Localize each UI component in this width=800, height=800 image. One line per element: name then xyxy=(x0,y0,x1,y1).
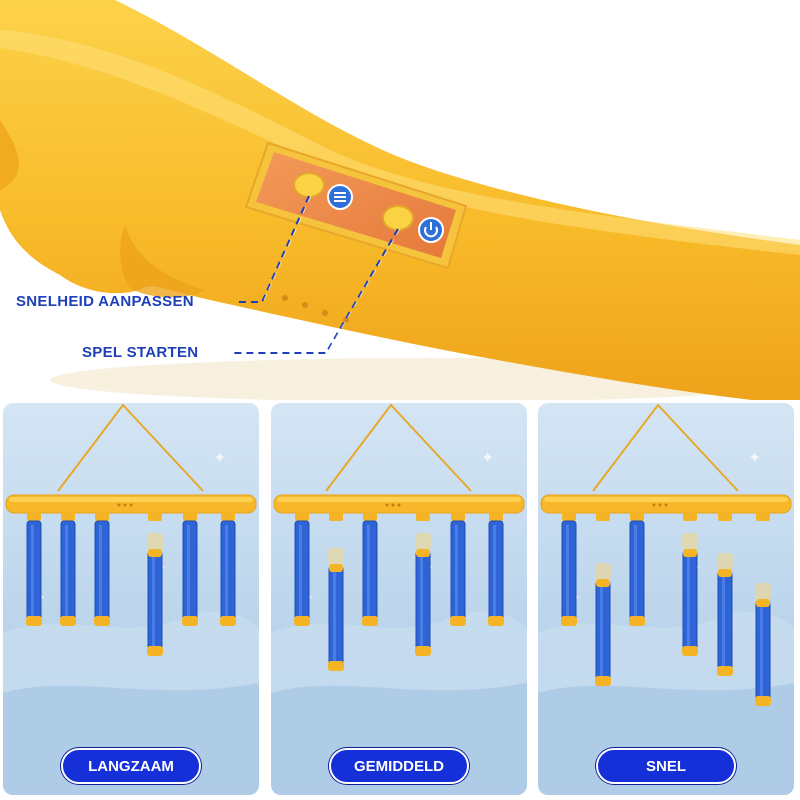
slow-mode-button[interactable]: LANGZAAM xyxy=(61,748,201,784)
start-game-callout: SPEL STARTEN xyxy=(82,344,199,361)
stick-holder xyxy=(718,511,732,521)
stick-holder xyxy=(148,511,162,521)
stick-holder xyxy=(95,511,109,521)
mode-panel-fast: ✦✦✦ SNEL xyxy=(538,403,794,795)
hanging-string xyxy=(592,403,739,492)
hanging-string xyxy=(325,403,472,492)
stick-holder xyxy=(489,511,503,521)
power-icon[interactable] xyxy=(418,217,444,243)
sparkle-icon: ✦ xyxy=(213,448,226,467)
sparkle-icon: ✦ xyxy=(748,448,761,467)
stick-holder xyxy=(329,511,343,521)
stick-holder xyxy=(27,511,41,521)
stick-holder xyxy=(596,511,610,521)
toy-handle-illustration xyxy=(0,0,800,400)
bar-illustration-medium: ✦✦✦ xyxy=(271,403,527,795)
stick-holder xyxy=(61,511,75,521)
stick-holder xyxy=(183,511,197,521)
stick-holder xyxy=(295,511,309,521)
fast-mode-button[interactable]: SNEL xyxy=(596,748,736,784)
speed-adjust-callout: SNELHEID AANPASSEN xyxy=(16,293,194,310)
stick-holder xyxy=(683,511,697,521)
stick-holder xyxy=(221,511,235,521)
stick-holder xyxy=(756,511,770,521)
bar-illustration-fast: ✦✦✦ xyxy=(538,403,794,795)
medium-mode-button[interactable]: GEMIDDELD xyxy=(329,748,469,784)
mode-panel-slow: ✦✦✦ LANGZAAM xyxy=(3,403,259,795)
stick-holder xyxy=(363,511,377,521)
stick-holder xyxy=(562,511,576,521)
menu-icon[interactable] xyxy=(327,184,353,210)
stick-holder xyxy=(451,511,465,521)
bar-illustration-slow: ✦✦✦ xyxy=(3,403,259,795)
callout-leader-lines xyxy=(230,195,399,354)
mode-panel-medium: ✦✦✦ GEMIDDELD xyxy=(271,403,527,795)
sparkle-icon: ✦ xyxy=(481,448,494,467)
stick-holder xyxy=(630,511,644,521)
hanging-string xyxy=(57,403,204,492)
stick-holder xyxy=(416,511,430,521)
